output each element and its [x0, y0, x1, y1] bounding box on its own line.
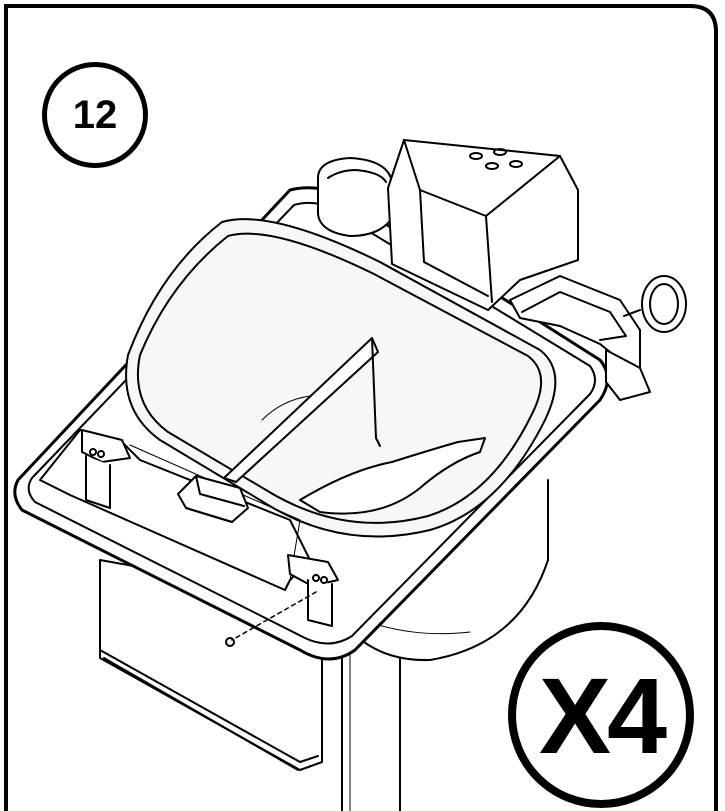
- step-number-badge: 12: [42, 62, 148, 168]
- quantity-badge: X4: [508, 622, 694, 808]
- accessory-box: [387, 139, 579, 311]
- side-holder: [509, 275, 651, 401]
- tray: [13, 186, 609, 661]
- panel-border: [4, 4, 718, 811]
- cup-holder: [317, 157, 393, 237]
- step-number: 12: [72, 92, 118, 137]
- support-pole: [341, 649, 401, 811]
- mounting-clip: [81, 429, 339, 647]
- quantity-label: X4: [538, 654, 667, 776]
- clamp-knob: [623, 275, 687, 333]
- drain-holes: [469, 148, 523, 170]
